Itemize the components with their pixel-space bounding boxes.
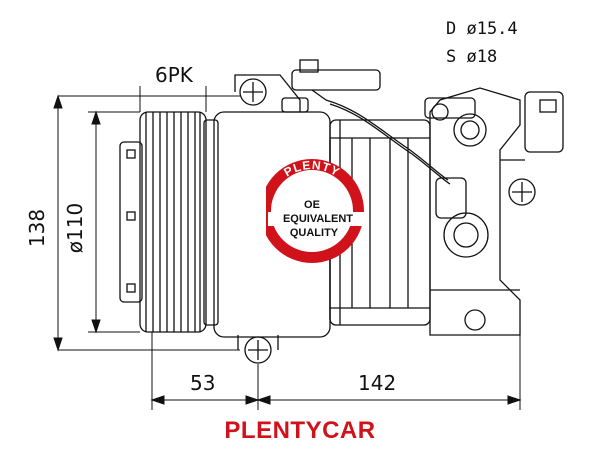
stamp-line-3: QUALITY xyxy=(290,227,339,239)
height-dimension: 138 xyxy=(25,209,49,247)
stamp-top-text: PLENTY xyxy=(281,158,341,180)
rear-head xyxy=(424,87,564,336)
dimension-lines xyxy=(53,86,522,410)
stamp-line-1: OE xyxy=(304,199,320,211)
brand-name: PLENTYCAR xyxy=(224,417,376,444)
discharge-port-spec: D ø15.4 xyxy=(446,19,518,39)
suction-port-spec: S ø18 xyxy=(446,47,497,67)
belt-label: 6PK xyxy=(155,63,194,87)
stamp-line-2: EQUIVALENT xyxy=(283,213,353,225)
pulley-offset-dimension: 53 xyxy=(190,371,215,395)
svg-text:PLENTY: PLENTY xyxy=(281,158,342,180)
pulley-diameter-dimension: ø110 xyxy=(63,203,87,253)
control-connector xyxy=(291,59,489,258)
oe-quality-stamp: PLENTY CAR OE EQUIVALENT QUALITY xyxy=(248,158,366,277)
body-length-dimension: 142 xyxy=(358,371,396,395)
pulley xyxy=(119,111,219,333)
